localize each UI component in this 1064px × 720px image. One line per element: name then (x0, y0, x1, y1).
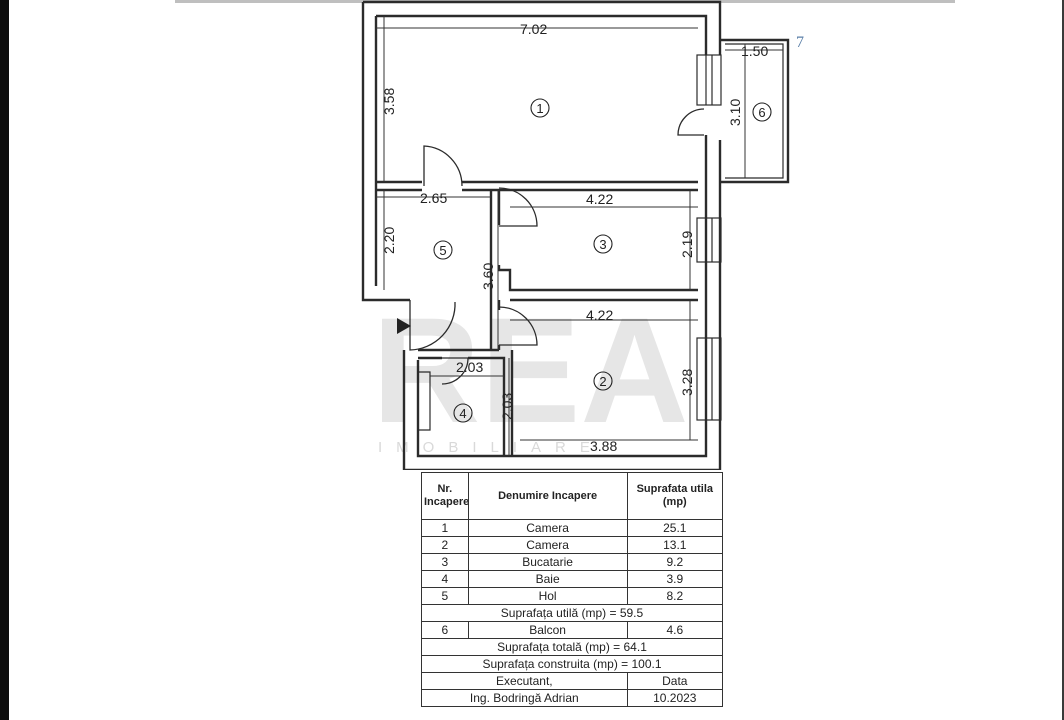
built-area-row: Suprafața construita (mp) = 100.1 (421, 655, 723, 673)
watermark-logo: REA (372, 286, 689, 454)
svg-text:3: 3 (599, 237, 606, 252)
watermark-subtitle: IMOBILIARE (378, 439, 604, 456)
row-nr: 6 (421, 621, 469, 639)
executant-name: Ing. Bodringă Adrian (421, 689, 628, 707)
room-4-marker: 4 (453, 403, 473, 423)
built-area: Suprafața construita (mp) = 100.1 (421, 655, 723, 673)
room-2-marker: 2 (593, 371, 613, 391)
svg-text:4: 4 (459, 406, 466, 421)
row-nr: 5 (421, 587, 469, 605)
row-nr: 3 (421, 553, 469, 571)
row-area: 13.1 (626, 536, 724, 554)
row-area: 4.6 (626, 621, 724, 639)
executant-label: Executant, (421, 672, 628, 690)
row-nr: 4 (421, 570, 469, 588)
dim-room2-top-width: 4.22 (586, 307, 613, 323)
dim-room2-height: 3.28 (679, 369, 695, 396)
useful-area-total: Suprafața utilă (mp) = 59.5 (421, 604, 723, 622)
row-name: Hol (467, 587, 628, 605)
room-6-marker: 6 (752, 102, 772, 122)
row-name: Camera (467, 536, 628, 554)
interior-walls (376, 180, 698, 456)
page-edge-right (1062, 0, 1064, 720)
table-row: 5 Hol 8.2 (421, 587, 724, 605)
total-area-row: Suprafața totală (mp) = 64.1 (421, 638, 723, 656)
row-nr: 1 (421, 519, 469, 537)
row-area: 9.2 (626, 553, 724, 571)
signature-header-row: Executant, Data (421, 672, 724, 690)
table-header-row: Nr. Incapere Denumire Incapere Suprafata… (421, 472, 724, 520)
dim-room5-width: 2.65 (420, 190, 447, 206)
table-row: 3 Bucatarie 9.2 (421, 553, 724, 571)
svg-text:6: 6 (758, 105, 765, 120)
entrance-arrow-icon (397, 318, 411, 334)
floor-plan: REA IMOBILIARE (361, 0, 790, 470)
dim-hall-length: 3.60 (480, 263, 496, 290)
total-area: Suprafața totală (mp) = 64.1 (421, 638, 723, 656)
table-row: 1 Camera 25.1 (421, 519, 724, 537)
row-nr: 2 (421, 536, 469, 554)
windows (696, 54, 722, 421)
balcony-outline (720, 38, 790, 184)
signature-row: Ing. Bodringă Adrian 10.2023 (421, 689, 724, 707)
table-row: 4 Baie 3.9 (421, 570, 724, 588)
row-name: Camera (467, 519, 628, 537)
dim-room3-width: 4.22 (586, 191, 613, 207)
row-name: Baie (467, 570, 628, 588)
header-nr: Nr. Incapere (421, 472, 469, 520)
row-name: Balcon (467, 621, 628, 639)
row-name: Bucatarie (467, 553, 628, 571)
room-3-marker: 3 (593, 234, 613, 254)
header-name: Denumire Incapere (467, 472, 628, 520)
date-value: 10.2023 (626, 689, 724, 707)
corner-mark: 7 (796, 34, 804, 51)
dim-room4-width: 2.03 (456, 359, 483, 375)
date-label: Data (626, 672, 724, 690)
dim-room5-height: 2.20 (381, 227, 397, 254)
room-1-marker: 1 (530, 98, 550, 118)
dim-room1-width: 7.02 (520, 21, 547, 37)
useful-area-row: Suprafața utilă (mp) = 59.5 (421, 604, 723, 622)
table-row: 2 Camera 13.1 (421, 536, 724, 554)
outer-walls (361, 0, 722, 470)
dim-balcony-height: 3.10 (727, 99, 743, 126)
row-area: 8.2 (626, 587, 724, 605)
dim-room3-height: 2.19 (679, 231, 695, 258)
area-table: Nr. Incapere Denumire Incapere Suprafata… (421, 472, 724, 707)
svg-text:2: 2 (599, 374, 606, 389)
dim-balcony-width: 1.50 (741, 43, 768, 59)
dim-room1-height: 3.58 (381, 88, 397, 115)
svg-text:1: 1 (536, 101, 543, 116)
page-edge-left (0, 0, 9, 720)
svg-text:5: 5 (439, 243, 446, 258)
dim-room4-height: 2.03 (499, 393, 515, 420)
row-area: 25.1 (626, 519, 724, 537)
dim-room2-bottom-width: 3.88 (590, 438, 617, 454)
dimension-lines (376, 16, 783, 456)
table-row: 6 Balcon 4.6 (421, 621, 724, 639)
room-5-marker: 5 (433, 240, 453, 260)
row-area: 3.9 (626, 570, 724, 588)
header-area: Suprafata utila (mp) (626, 472, 724, 520)
